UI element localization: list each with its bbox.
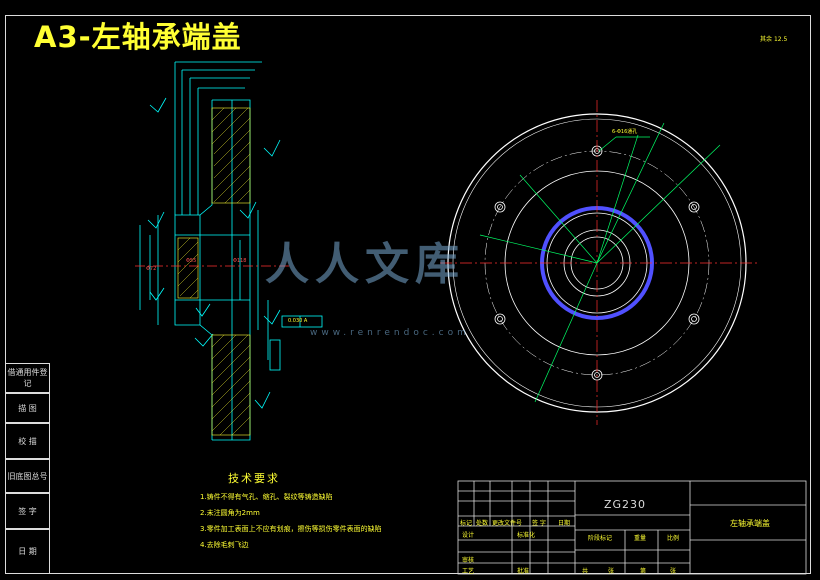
left-strip-cell: 签 字	[5, 493, 50, 529]
roughness-value: 12.5	[773, 36, 788, 43]
tech-note: 3.零件加工表面上不应有划痕，擦伤等损伤零件表面的缺陷	[200, 525, 382, 533]
watermark: 人人文库	[265, 239, 465, 290]
drawing-title: A3-左轴承端盖	[34, 20, 242, 54]
tb-label: 重量	[634, 535, 647, 542]
leader-lines	[479, 122, 721, 403]
roughness-note: 其余 12.5	[760, 34, 787, 43]
tb-label: 处数	[476, 520, 489, 527]
roughness-label: 其余	[760, 36, 773, 43]
tb-label: 张	[608, 568, 615, 575]
tb-label: 更改文件号	[492, 520, 523, 527]
tb-label: 日期	[558, 520, 571, 527]
tb-label: 标准化	[517, 532, 536, 539]
tech-requirements-heading: 技术要求	[228, 472, 280, 485]
svg-text:Φ72: Φ72	[146, 266, 156, 272]
watermark-url: www.renrendoc.com	[310, 328, 470, 338]
drawing-border	[5, 15, 811, 574]
left-strip-cell: 借通用件登记	[5, 363, 50, 393]
bolt-hole-annotation: 6-Φ16通孔	[612, 129, 638, 135]
left-strip-cell: 描 图	[5, 393, 50, 423]
tb-label: 设计	[462, 532, 475, 539]
hatch-lines	[177, 107, 251, 436]
svg-text:Φ118: Φ118	[233, 258, 246, 264]
tb-label: 比例	[667, 535, 680, 542]
tech-note: 4.去除毛刺飞边	[200, 541, 249, 549]
tb-label: 工艺	[462, 568, 475, 575]
left-strip-cell: 校 描	[5, 423, 50, 459]
tb-label: 审核	[462, 557, 475, 564]
tb-label: 标记	[460, 520, 473, 527]
tb-label: 批准	[517, 568, 530, 575]
tb-label: 张	[670, 568, 677, 575]
section-hatch	[177, 107, 251, 436]
section-view	[139, 61, 323, 441]
svg-text:Φ55: Φ55	[186, 258, 196, 264]
material-field: ZG230	[604, 498, 647, 511]
left-strip: 借通用件登记 描 图 校 描 旧底图总号 签 字 日 期	[5, 363, 50, 574]
tb-label: 共	[582, 568, 589, 575]
bolt-holes	[494, 145, 700, 381]
tb-label: 阶段标记	[588, 535, 613, 542]
left-strip-cell: 旧底图总号	[5, 459, 50, 493]
tb-label: 签 字	[532, 520, 546, 527]
left-strip-cell: 日 期	[5, 529, 50, 574]
tolerance-frame: 0.030 A	[288, 318, 308, 324]
tech-note: 2.未注圆角为2mm	[200, 509, 260, 517]
tech-note: 1.铸件不得有气孔、缩孔、裂纹等铸造缺陷	[200, 493, 333, 501]
part-name-field: 左轴承端盖	[730, 519, 770, 528]
tb-label: 第	[640, 568, 647, 575]
